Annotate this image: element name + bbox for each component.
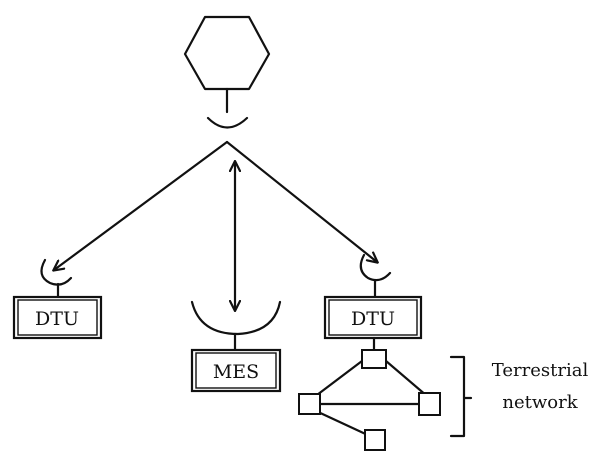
- dtu-right-terminal: DTU: [323, 253, 423, 352]
- mes-dish-antenna-icon: [190, 300, 282, 336]
- network-link-left-bottom: [314, 409, 374, 439]
- terrestrial-network-annotation: Terrestrial network: [449, 355, 589, 438]
- dtu-left-dish-antenna-icon: [40, 258, 73, 286]
- network-node-icon: [364, 429, 386, 451]
- mes-inner-box: [195, 352, 277, 389]
- link-satellite-to-dtu-right: [225, 140, 377, 262]
- satellite: [183, 15, 271, 129]
- network-node-icon: [298, 393, 321, 415]
- network-node-icon: [361, 349, 387, 369]
- satellite-dish-antenna-icon: [206, 116, 249, 129]
- terrestrial-network: [298, 349, 441, 451]
- network-node-icon: [418, 392, 441, 416]
- dtu-left-label: DTU: [35, 308, 79, 330]
- dtu-right-inner-box: [328, 299, 418, 336]
- dtu-right-label: DTU: [351, 308, 395, 330]
- dtu-left-inner-box: [17, 299, 98, 336]
- terrestrial-network-bracket: [449, 355, 473, 438]
- terrestrial-network-label-line1: Terrestrial: [492, 360, 589, 381]
- network-link-top-right: [384, 359, 429, 398]
- mes-terminal: MES: [190, 300, 282, 393]
- network-link-top-left: [311, 359, 364, 400]
- hexagon-satellite-icon: [183, 15, 271, 91]
- links: [54, 140, 377, 310]
- link-satellite-to-dtu-left: [54, 140, 229, 270]
- dtu-right-dish-antenna-icon: [359, 253, 392, 282]
- mes-label: MES: [213, 361, 259, 383]
- dtu-left-terminal: DTU: [12, 258, 103, 340]
- terrestrial-network-label-line2: network: [502, 392, 578, 413]
